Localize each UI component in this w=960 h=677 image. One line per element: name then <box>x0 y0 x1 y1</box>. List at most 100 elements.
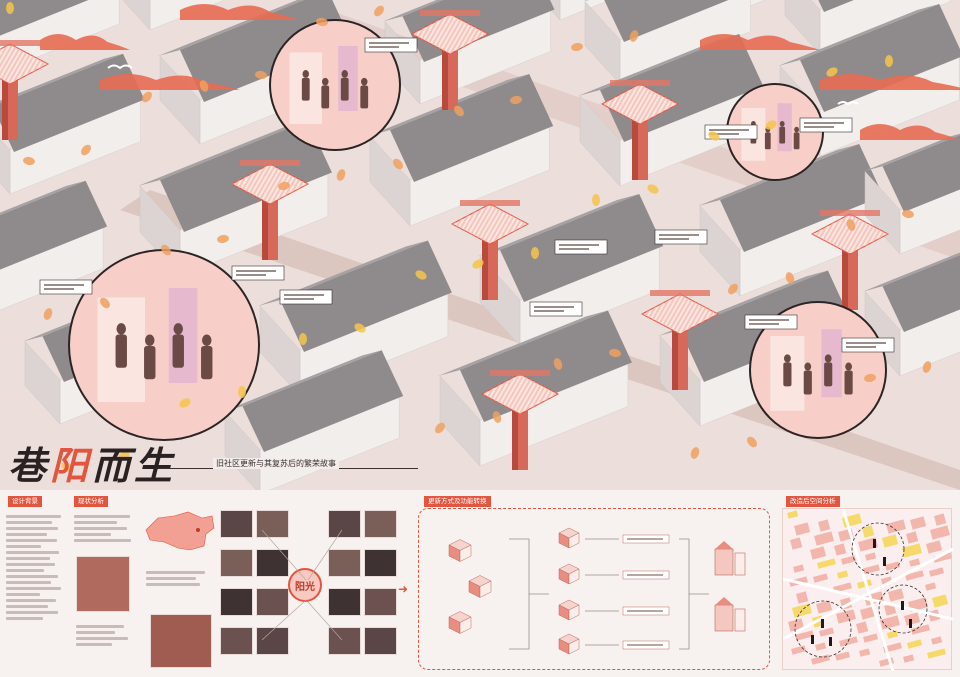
map-road <box>782 508 954 672</box>
house <box>863 252 960 377</box>
map-building <box>882 534 899 548</box>
map-building <box>909 558 921 567</box>
tower-rail <box>420 10 480 16</box>
flow-result-building <box>714 541 746 576</box>
magnifier-circle <box>68 249 260 441</box>
cloud-icon <box>700 34 820 50</box>
person-head <box>173 323 183 335</box>
map-building <box>880 615 900 630</box>
background-text <box>6 512 64 672</box>
speech-bubble-line <box>534 310 564 312</box>
leaf-icon <box>100 297 110 309</box>
leaf-icon <box>708 131 720 141</box>
map-building <box>904 612 921 626</box>
leaf-icon <box>785 272 795 284</box>
map-building <box>911 624 930 635</box>
map-building <box>927 648 946 659</box>
house-roof-front <box>818 0 854 12</box>
map-building <box>839 636 858 647</box>
panel-tag-background: 设计背景 <box>8 496 42 507</box>
speech-bubble-line <box>846 342 886 344</box>
site-photo <box>256 627 289 655</box>
exhibition-tower <box>810 210 890 310</box>
map-building <box>816 600 833 614</box>
tower-rail <box>610 80 670 86</box>
flow-result-building <box>714 597 746 632</box>
panel-tag-analysis: 现状分析 <box>74 496 108 507</box>
person-head <box>145 334 155 346</box>
map-marker <box>883 557 886 566</box>
map-building <box>885 561 901 571</box>
leaf-icon <box>472 259 484 269</box>
site-photo <box>220 627 253 655</box>
map-building <box>886 519 906 534</box>
house-roof-back <box>258 240 428 306</box>
person-body <box>803 370 812 395</box>
map-building <box>925 582 937 591</box>
tower-platform-pattern <box>412 14 488 54</box>
satellite-photo-district <box>150 614 212 668</box>
map-building <box>793 564 805 573</box>
exhibition-tower <box>0 40 50 140</box>
leaf-icon <box>922 361 932 373</box>
person-body <box>824 362 833 387</box>
leaf-icon <box>728 283 738 295</box>
speech-bubble-box <box>554 239 608 255</box>
map-marker <box>909 619 912 628</box>
tower-rail <box>460 200 520 206</box>
map-marker <box>873 539 876 548</box>
house-roof-front <box>242 350 404 452</box>
china-map <box>145 511 215 551</box>
speech-bubble-line <box>369 46 399 48</box>
leaf-icon <box>864 373 876 383</box>
site-photo <box>328 549 361 577</box>
map-building <box>861 564 880 575</box>
leaf-icon <box>690 447 700 459</box>
flow-connector <box>509 538 549 650</box>
speech-bubble-line <box>846 346 876 348</box>
speech-bubble-line <box>709 129 749 131</box>
site-photo <box>328 588 361 616</box>
leaf-icon <box>217 234 229 244</box>
leaf-icon <box>592 194 600 206</box>
tower-shade <box>482 230 488 300</box>
house-roof-back <box>0 180 86 216</box>
house-roof-back <box>478 194 640 256</box>
person-head <box>824 354 832 363</box>
map-building <box>815 642 827 651</box>
map-building <box>932 594 949 608</box>
map-building <box>865 552 877 561</box>
site-photo <box>328 627 361 655</box>
leaf-icon <box>747 436 757 448</box>
tower-shade <box>632 110 638 180</box>
result-wall <box>714 548 734 576</box>
flow-transform-block <box>558 599 580 621</box>
tower-group <box>0 10 890 470</box>
leaf-group <box>6 2 932 472</box>
arrow-right-icon: ➜ <box>398 582 409 596</box>
house-gable <box>439 375 481 467</box>
leaf-icon <box>571 42 583 52</box>
flow-label-line <box>627 538 663 540</box>
speech-bubble-line <box>659 238 689 240</box>
map-building <box>810 546 827 560</box>
map-building <box>910 516 927 530</box>
map-building <box>818 519 831 532</box>
speech-bubble <box>231 265 285 281</box>
cloud-group <box>40 4 960 140</box>
house-roof-front <box>0 0 89 36</box>
speech-bubble-line <box>236 270 276 272</box>
tower-rail <box>0 40 40 46</box>
cube-right <box>459 544 472 562</box>
panel-tag-space-analysis: 改造后空间分析 <box>786 496 840 507</box>
map-building <box>931 636 943 645</box>
update-flow-panel <box>418 508 770 670</box>
speech-bubble-line <box>659 234 699 236</box>
house-gable <box>579 95 621 187</box>
flow-label-line <box>627 610 663 612</box>
person-head <box>322 77 329 86</box>
house-gable <box>224 410 261 490</box>
map-building <box>833 582 852 593</box>
result-roof <box>715 541 733 549</box>
leaf-icon <box>23 156 35 166</box>
